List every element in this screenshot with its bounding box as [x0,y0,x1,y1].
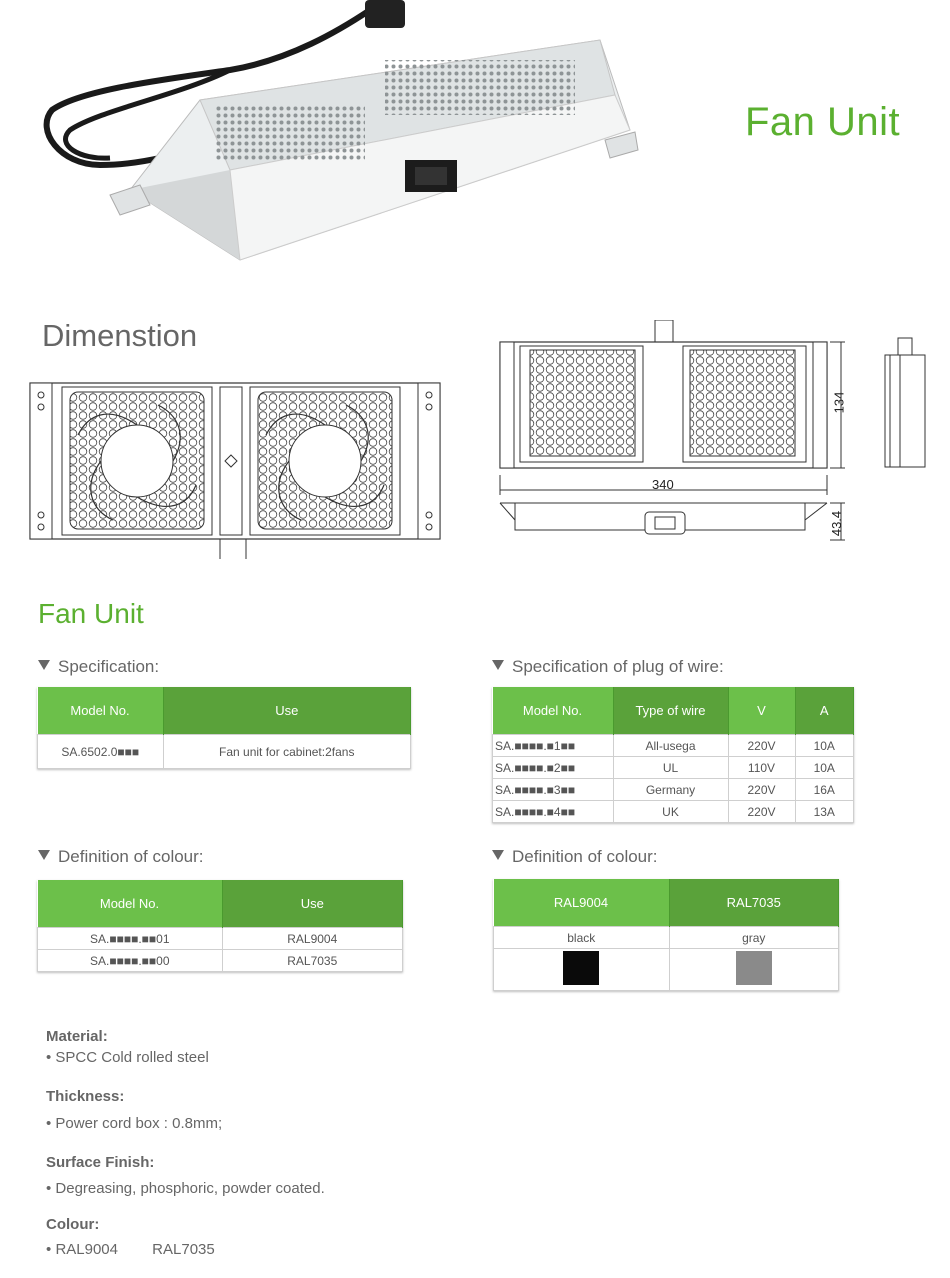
thickness-block: Thickness: • Power cord box : 0.8mm; [46,1088,222,1132]
plug-header-model: Model No. [492,687,614,735]
colour-name-black: black [493,926,670,949]
colour-value-2: RAL7035 [152,1241,215,1258]
hero-title: Fan Unit [745,100,901,144]
colour-label: Colour: [46,1216,100,1233]
dimension-title: Dimenstion [42,318,198,353]
thickness-label: Thickness: [46,1088,125,1105]
thickness-value: • Power cord box : 0.8mm; [46,1115,223,1132]
spec-table: Model No. Use SA.6502.0■■■ Fan unit for … [37,687,411,769]
table-cell: UL [612,756,729,779]
material-label: Material: [46,1028,108,1045]
table-row: SA.■■■■.■4■■ UK 220V 13A [492,800,854,823]
section-title: Fan Unit [38,598,144,629]
colour-values: • RAL9004 RAL7035 [46,1241,215,1258]
table-row: SA.■■■■.■1■■ All-usega 220V 10A [492,734,854,757]
table-row: SA.■■■■.■■01 RAL9004 [37,927,403,950]
table-row: black gray [493,926,839,949]
table-row [493,948,839,991]
table-cell: All-usega [612,734,729,757]
colour-left-title: Definition of colour: [58,847,204,866]
swatch-black [563,951,600,985]
table-cell: 220V [727,800,796,823]
table-cell: SA.■■■■.■4■■ [492,800,614,823]
colour-right-table: RAL9004 RAL7035 black gray [493,879,839,991]
table-cell: 220V [727,734,796,757]
surface-block: Surface Finish: • Degreasing, phosphoric… [46,1154,325,1197]
table-cell: RAL9004 [221,927,403,950]
colour-right-heading: Definition of colour: [492,847,658,867]
colour-bullet: • [46,1241,52,1258]
colour-name-gray: gray [668,926,839,949]
depth-dimension-label: 43.4 [829,510,845,537]
top-view-drawing [499,320,926,541]
triangle-down-icon [38,850,50,860]
spec-header-model: Model No. [37,687,164,735]
table-cell: SA.6502.0■■■ [37,734,164,769]
surface-value: • Degreasing, phosphoric, powder coated. [46,1180,325,1197]
plug-header-v: V [728,687,796,735]
colour-left-header-model: Model No. [37,880,223,928]
front-view-drawing [29,382,441,559]
table-cell: SA.■■■■.■2■■ [492,756,614,779]
width-dimension-label: 340 [652,477,674,492]
colour-left-heading: Definition of colour: [38,847,204,867]
material-block: Material: • SPCC Cold rolled steel [46,1028,209,1066]
table-cell: 16A [794,778,854,801]
plug-table: Model No. Type of wire V A SA.■■■■.■1■■ … [492,687,854,823]
colour-right-header-ral9004: RAL9004 [493,879,670,927]
table-cell: 110V [727,756,796,779]
table-cell: Fan unit for cabinet:2fans [162,734,411,769]
triangle-down-icon [38,660,50,670]
plug-heading: Specification of plug of wire: [492,657,724,677]
table-cell: 13A [794,800,854,823]
swatch-gray [735,951,772,985]
colour-right-header-ral7035: RAL7035 [669,879,839,927]
colour-value-1: RAL9004 [55,1241,118,1258]
table-cell: 220V [727,778,796,801]
surface-label: Surface Finish: [46,1154,155,1171]
colour-left-table: Model No. Use SA.■■■■.■■01 RAL9004 SA.■■… [37,880,403,972]
spec-header-use: Use [163,687,411,735]
table-row: SA.■■■■.■2■■ UL 110V 10A [492,756,854,779]
table-cell: SA.■■■■.■■01 [37,927,223,950]
table-cell: SA.■■■■.■■00 [37,949,223,972]
spec-title: Specification: [58,657,160,676]
spec-heading: Specification: [38,657,159,677]
table-cell: SA.■■■■.■3■■ [492,778,614,801]
table-cell [668,948,839,991]
table-cell: UK [612,800,729,823]
table-cell: SA.■■■■.■1■■ [492,734,614,757]
table-row: SA.■■■■.■■00 RAL7035 [37,949,403,972]
table-cell [493,948,670,991]
colour-right-title: Definition of colour: [512,847,658,866]
material-value: • SPCC Cold rolled steel [46,1049,209,1066]
product-photo [43,0,639,261]
table-cell: 10A [794,734,854,757]
colour-block: Colour: • RAL9004 RAL7035 [46,1216,215,1258]
table-cell: RAL7035 [221,949,403,972]
height-dimension-label: 134 [831,391,847,414]
plug-header-type: Type of wire [613,687,729,735]
table-row: SA.■■■■.■3■■ Germany 220V 16A [492,778,854,801]
triangle-down-icon [492,850,504,860]
triangle-down-icon [492,660,504,670]
table-cell: Germany [612,778,729,801]
colour-left-header-use: Use [222,880,403,928]
plug-header-a: A [795,687,854,735]
plug-title: Specification of plug of wire: [512,657,724,676]
table-cell: 10A [794,756,854,779]
